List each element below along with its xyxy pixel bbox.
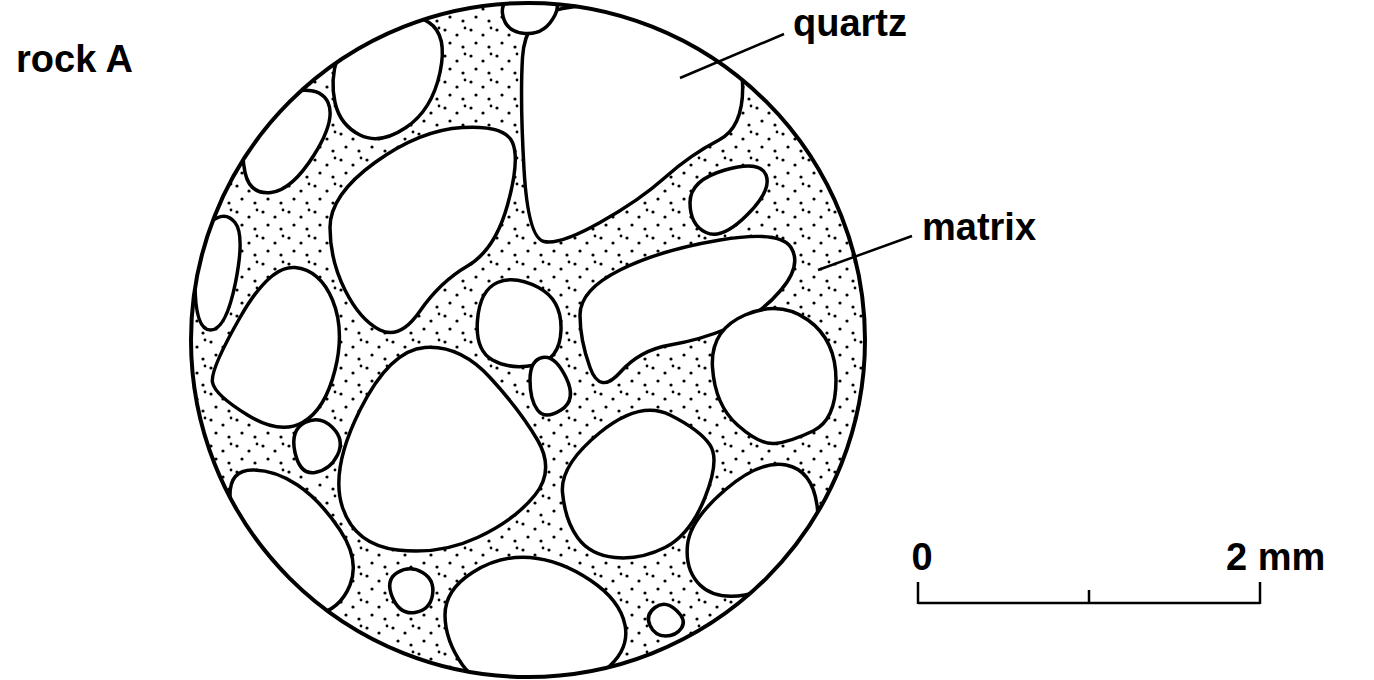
quartz-grain (390, 569, 433, 613)
quartz-grain (530, 357, 570, 415)
leader-line (818, 236, 912, 270)
quartz-grain (339, 347, 546, 551)
quartz-grain (712, 309, 836, 444)
quartz-grain (230, 470, 353, 616)
quartz-grain (195, 216, 240, 330)
field-of-view (191, 3, 865, 677)
scale-bar (918, 582, 1260, 604)
leader-line (680, 34, 784, 78)
quartz-grain (445, 557, 626, 680)
rock-label: rock A (16, 40, 133, 78)
quartz-grain (687, 464, 818, 596)
quartz-grain (690, 166, 767, 234)
matrix-label: matrix (922, 208, 1036, 246)
quartz-grain (294, 420, 341, 473)
quartz-grain (212, 267, 339, 427)
scale-value: 0 (911, 538, 932, 576)
mineral-label: quartz (793, 4, 907, 42)
quartz-grain (648, 604, 683, 636)
scale-value: 2 mm (1226, 538, 1325, 576)
quartz-grain (477, 280, 561, 367)
